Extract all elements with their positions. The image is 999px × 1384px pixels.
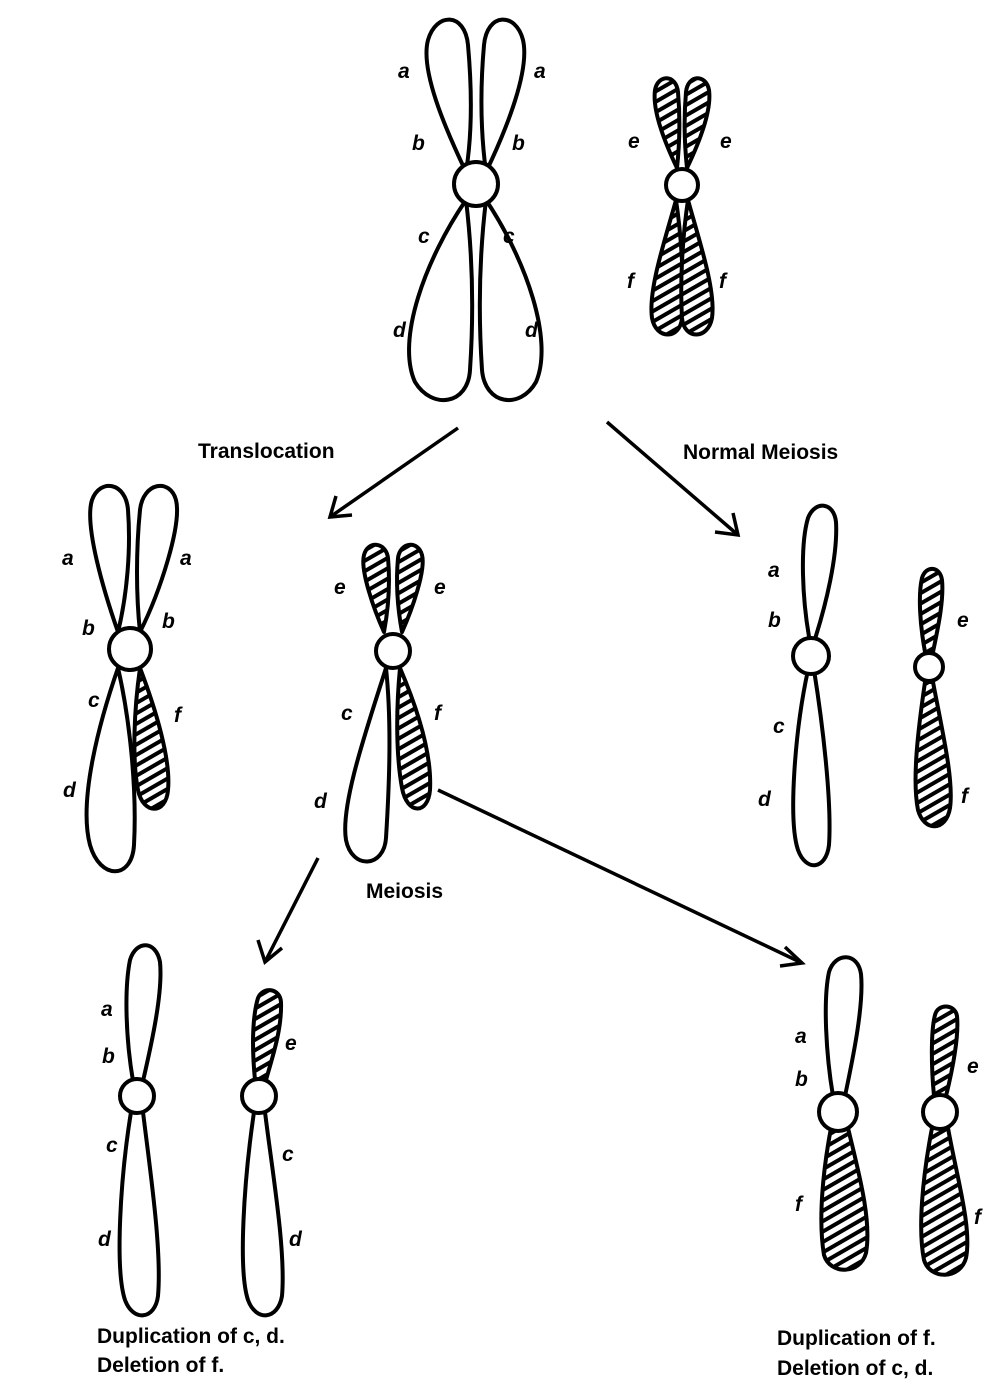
chromosome-ef-pair-top (651, 78, 712, 334)
gene-label-f: f (627, 270, 636, 293)
centromere (454, 162, 498, 206)
gene-label-a: a (101, 998, 113, 1021)
gene-label-e: e (334, 576, 346, 599)
gene-label-a: a (768, 559, 780, 582)
gene-label-b: b (512, 132, 525, 155)
arm-upper (253, 990, 281, 1080)
arm-lower-right (681, 200, 712, 335)
arm-upper-right (397, 545, 423, 632)
arm-lower (120, 1112, 159, 1315)
arm-lower-right-translocated (134, 668, 168, 809)
chromosome-abcd-single-bottom (120, 945, 161, 1315)
result-right-line1: Duplication of f. (777, 1327, 936, 1350)
arm-lower-right (397, 668, 430, 809)
centromere (793, 638, 829, 674)
chromosome-translocated-ecd-ef (345, 545, 430, 862)
gene-label-a: a (62, 547, 74, 570)
gene-label-d: d (63, 779, 77, 802)
arm-upper-left (363, 545, 389, 632)
gene-label-e: e (957, 609, 969, 632)
centromere (923, 1095, 957, 1129)
centromere (120, 1079, 154, 1113)
gene-label-b: b (162, 610, 175, 633)
chromosome-ef-single-bottom (921, 1006, 967, 1274)
gene-label-c: c (282, 1143, 294, 1166)
result-left-line1: Duplication of c, d. (97, 1325, 285, 1348)
gene-label-f: f (434, 702, 443, 725)
gene-label-f: f (961, 785, 970, 808)
gene-label-c: c (773, 715, 785, 738)
centromere (376, 634, 410, 668)
arm-lower-translocated (243, 1112, 283, 1315)
arm-upper-left (655, 78, 680, 168)
gene-label-e: e (967, 1055, 979, 1078)
gene-label-c: c (341, 702, 353, 725)
arm-upper (126, 945, 160, 1081)
gene-label-c: c (418, 225, 430, 248)
gene-label-c: c (88, 689, 100, 712)
arm-upper (803, 506, 836, 642)
gene-label-e: e (720, 130, 732, 153)
gene-label-a: a (398, 60, 410, 83)
chromosome-abcd-single (793, 506, 836, 866)
arm-lower (921, 1128, 967, 1275)
gene-label-b: b (412, 132, 425, 155)
gene-label-b: b (768, 609, 781, 632)
chromosome-abcd-pair-top (409, 20, 542, 400)
gene-label-d: d (758, 788, 772, 811)
gene-label-c: c (106, 1134, 118, 1157)
gene-label-f: f (974, 1206, 983, 1229)
arm-lower (793, 670, 829, 865)
chromosome-ecd-single-bottom (242, 990, 283, 1315)
arm-upper (932, 1006, 958, 1096)
gene-label-f: f (174, 704, 183, 727)
gene-label-e: e (434, 576, 446, 599)
gene-label-f: f (719, 270, 728, 293)
gene-label-a: a (795, 1025, 807, 1048)
centromere (242, 1079, 276, 1113)
arm-upper-left (426, 20, 470, 172)
arm-upper-left (90, 486, 129, 632)
gene-label-b: b (82, 617, 95, 640)
chromosome-abf-single-bottom (819, 957, 867, 1270)
gene-label-b: b (102, 1045, 115, 1068)
gene-label-a: a (534, 60, 546, 83)
centromere (819, 1093, 857, 1131)
gene-label-a: a (180, 547, 192, 570)
arrow-meiosis-left (258, 858, 318, 962)
result-right-line2: Deletion of c, d. (777, 1357, 933, 1380)
arm-upper (920, 569, 943, 652)
gene-label-d: d (314, 790, 328, 813)
label-normal-meiosis: Normal Meiosis (683, 441, 838, 464)
gene-label-d: d (525, 319, 539, 342)
arm-upper (826, 957, 862, 1096)
arm-lower-left (651, 200, 682, 335)
gene-label-e: e (628, 130, 640, 153)
chromosome-translocated-abcd-abf (87, 486, 177, 871)
gene-label-c: c (503, 225, 515, 248)
gene-label-d: d (289, 1228, 303, 1251)
gene-label-d: d (393, 319, 407, 342)
centromere (109, 628, 151, 670)
arm-lower-left-translocated (345, 668, 389, 862)
gene-label-b: b (795, 1068, 808, 1091)
gene-label-f: f (795, 1193, 804, 1216)
arrow-normal-meiosis (607, 422, 738, 535)
arm-lower (916, 682, 951, 826)
centromere (915, 653, 943, 681)
arm-lower-translocated (821, 1128, 867, 1270)
result-left-line2: Deletion of f. (97, 1354, 224, 1377)
label-translocation: Translocation (198, 440, 335, 463)
arrow-meiosis-right (438, 790, 802, 966)
centromere (666, 169, 698, 201)
gene-label-e: e (285, 1032, 297, 1055)
label-meiosis: Meiosis (366, 880, 443, 903)
gene-label-d: d (98, 1228, 112, 1251)
arrow-translocation (330, 428, 458, 517)
arm-upper-right (685, 78, 710, 168)
chromosome-ef-single (915, 569, 951, 826)
